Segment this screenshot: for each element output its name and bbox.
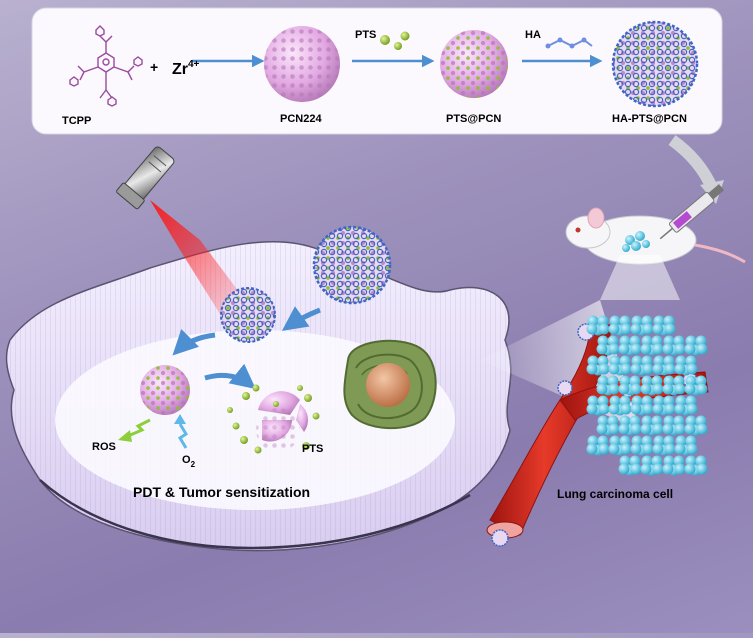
carcinoma-cell [596,335,620,356]
label-ha-arrow: HA [525,29,541,41]
carcinoma-cell [652,315,676,336]
injection-arrow [668,135,718,191]
ha-pts-pcn-sphere [611,20,699,108]
label-pts-arrow: PTS [355,29,376,41]
carcinoma-cell [662,375,686,396]
label-zr: Zr4+ [172,59,200,78]
carcinoma-cell [630,435,654,456]
carcinoma-cell [618,455,642,476]
carcinoma-cell [684,335,708,356]
label-plus: + [150,59,158,75]
label-o2: O2 [182,454,196,469]
label-pts-released: PTS [302,443,323,455]
pcn224-sphere [264,26,340,102]
carcinoma-cell [618,335,642,356]
carcinoma-cell [662,335,686,356]
carcinoma-cell [640,455,664,476]
uptake-arrow [281,306,321,331]
carcinoma-cell [630,395,654,416]
label-pts-pcn: PTS@PCN [446,113,501,125]
syringe-icon [659,184,725,240]
carcinoma-cell [586,395,610,416]
ha-nanoparticle-internal [220,287,276,343]
carcinoma-cell [640,415,664,436]
label-pcn224: PCN224 [280,113,322,125]
carcinoma-cell [652,395,676,416]
top-panel [31,7,723,135]
mouse-zoom-beam [600,255,680,300]
carcinoma-cell [652,435,676,456]
degraded-pcn-sphere [227,384,320,454]
carcinoma-cell [586,435,610,456]
pts-pcn-sphere [440,30,508,98]
carcinoma-cell [662,455,686,476]
carcinoma-cell [630,315,654,336]
label-ros: ROS [92,441,116,453]
carcinoma-cell [618,375,642,396]
ha-chain-icon [545,37,593,49]
carcinoma-cell [586,355,610,376]
carcinoma-cell [618,415,642,436]
carcinoma-cell [674,355,698,376]
carcinoma-cell [608,355,632,376]
carcinoma-cell [684,415,708,436]
carcinoma-cell [662,415,686,436]
o2-arrow [177,423,189,449]
label-lung-caption: Lung carcinoma cell [557,487,673,501]
carcinoma-cell [640,335,664,356]
carcinoma-cell [652,355,676,376]
carcinoma-cell [608,315,632,336]
carcinoma-cell [608,395,632,416]
carcinoma-cell [674,435,698,456]
carcinoma-cell [640,375,664,396]
degradation-arrow [204,363,256,390]
carcinoma-cell [674,395,698,416]
tcpp-molecule [69,25,143,107]
nucleus-organelle [343,339,437,430]
carcinoma-cell [630,355,654,376]
carcinoma-cell [684,455,708,476]
carcinoma-cell [684,375,708,396]
lung-carcinoma-cluster [586,315,708,476]
carcinoma-cell [596,415,620,436]
ha-removal-arrow [172,329,216,356]
carcinoma-cell [608,435,632,456]
label-tcpp: TCPP [62,115,91,127]
ha-nanoparticle-entering [312,225,392,305]
pts-dots-icon [380,31,410,50]
carcinoma-cell [586,315,610,336]
ros-arrow [127,418,151,438]
label-pdt-caption: PDT & Tumor sensitization [133,484,310,500]
tumor-bowl [5,240,512,552]
pts-pcn-internal [140,365,190,415]
label-ha-pts-pcn: HA-PTS@PCN [612,113,687,125]
carcinoma-cell [596,375,620,396]
